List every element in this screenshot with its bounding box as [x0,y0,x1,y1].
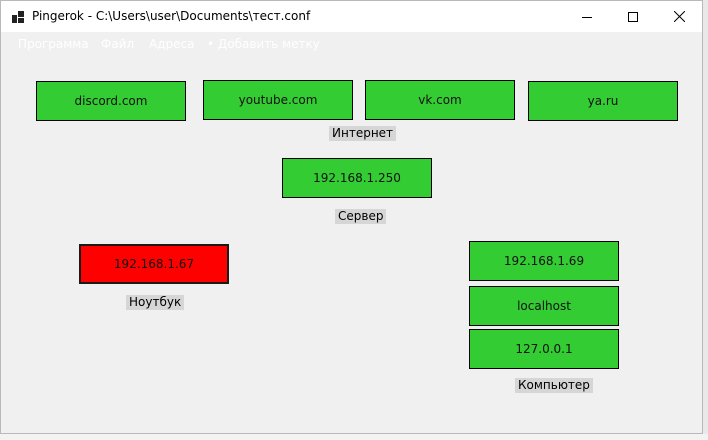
app-icon [12,11,24,23]
menu-add-label[interactable]: • Добавить метку [207,37,320,51]
app-window: Pingerok - C:\Users\user\Documents\тест.… [0,0,703,434]
background-window-edge [0,434,708,440]
background-window-edge [703,0,708,440]
group-label-laptop: Ноутбук [126,295,185,310]
host-localhost[interactable]: localhost [469,286,619,326]
minimize-icon [582,16,592,18]
maximize-button[interactable] [610,1,656,32]
menu-addresses[interactable]: Адреса [149,37,195,51]
group-label-internet: Интернет [329,126,397,141]
host-loopback[interactable]: 127.0.0.1 [469,329,619,369]
group-label-computer: Компьютер [515,378,593,393]
minimize-button[interactable] [564,1,610,32]
close-icon [673,11,685,22]
maximize-icon [628,11,638,22]
menu-program[interactable]: Программа [18,37,89,51]
host-ya[interactable]: ya.ru [528,81,678,121]
host-discord[interactable]: discord.com [36,81,186,121]
host-laptop[interactable]: 192.168.1.67 [79,244,229,284]
host-vk[interactable]: vk.com [365,80,515,120]
title-bar: Pingerok - C:\Users\user\Documents\тест.… [1,1,702,32]
host-server[interactable]: 192.168.1.250 [282,158,432,198]
window-title: Pingerok - C:\Users\user\Documents\тест.… [32,9,311,23]
host-youtube[interactable]: youtube.com [203,80,353,120]
close-button[interactable] [656,1,702,32]
menu-bar: Программа Файл Адреса • Добавить метку [1,32,702,56]
group-label-server: Сервер [335,209,387,224]
host-computer-lan[interactable]: 192.168.1.69 [469,241,619,281]
menu-file[interactable]: Файл [101,37,135,51]
